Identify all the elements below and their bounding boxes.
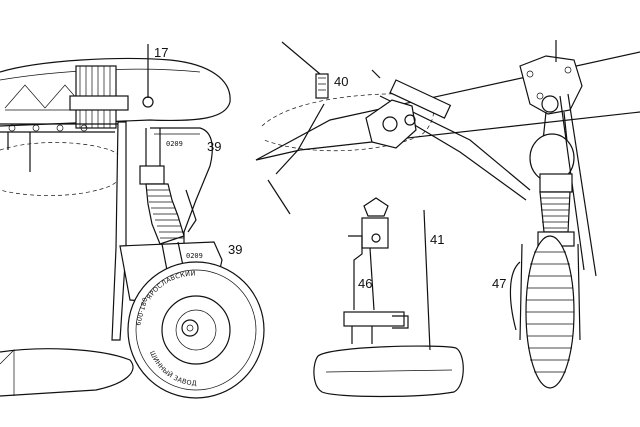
callout-41: 41 <box>430 232 444 247</box>
strut-code-lower: 0209 <box>186 252 203 260</box>
retraction-bracket <box>365 99 417 149</box>
gear-door-fairing <box>111 121 127 341</box>
fuselage-lower-contour <box>0 348 134 397</box>
callout-40: 40 <box>334 74 348 89</box>
front-bellows <box>539 191 571 233</box>
drop-tank-dashed <box>0 142 126 196</box>
callout-46: 46 <box>358 276 372 291</box>
callout-17: 17 <box>154 45 168 60</box>
actuator-40 <box>315 73 329 99</box>
tail-ski-46 <box>313 197 464 398</box>
strut-code-upper: 0209 <box>166 140 183 148</box>
callout-47: 47 <box>492 276 506 291</box>
callout-39-lower: 39 <box>228 242 242 257</box>
upper-hinge-fitting <box>519 55 583 115</box>
front-wheel <box>525 235 575 389</box>
left-gear-view: 17 0209 39 0209 39 <box>0 44 265 399</box>
callout-39-upper: 39 <box>207 139 221 154</box>
right-gear-view: 40 <box>255 40 640 398</box>
oleo-bellows <box>145 183 185 245</box>
wing-profile-left <box>0 57 231 127</box>
main-wheel: ЯРОСЛАВСКИЙ ШИННЫЙ ЗАВОД 600·180 <box>127 261 265 399</box>
